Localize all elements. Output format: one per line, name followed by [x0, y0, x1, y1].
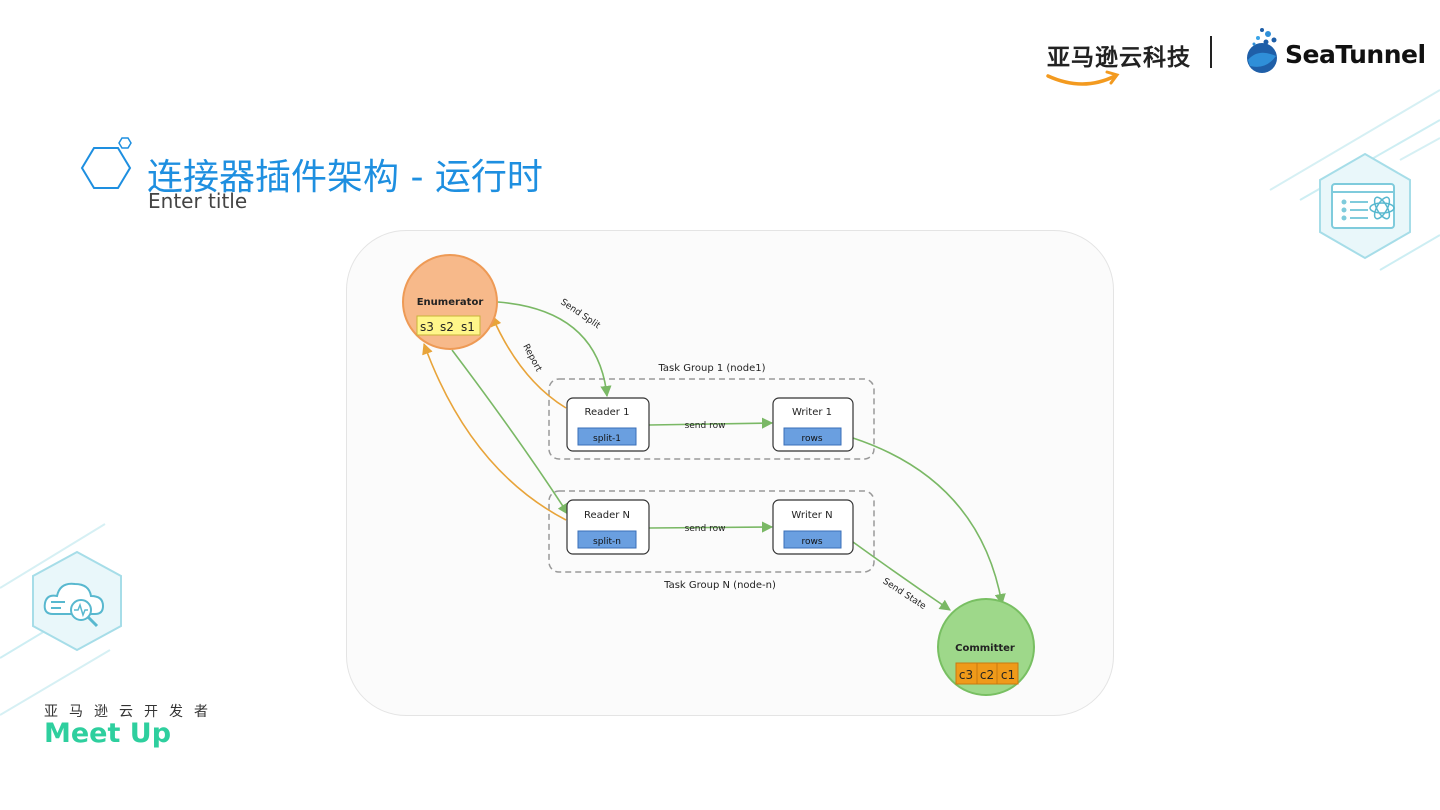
aws-logo-text: 亚马逊云科技 — [1047, 45, 1191, 71]
meetup-cn-text: 亚马逊云开发者 — [44, 704, 219, 720]
split-tag — [577, 427, 637, 446]
commit-item: c2 — [980, 668, 994, 682]
task-group-n-frame — [548, 490, 875, 573]
page-subtitle: Enter title — [148, 189, 248, 213]
send-row-edge-n — [648, 521, 774, 533]
send-state-label: Send State — [881, 577, 928, 613]
app-settings-hex-icon — [1319, 152, 1411, 260]
send-split-edge — [497, 301, 612, 398]
hexagon-bullet-icon — [80, 137, 132, 189]
send-state-edge-n — [852, 541, 951, 611]
split-item: s1 — [461, 320, 475, 334]
rows-tag — [783, 427, 842, 446]
writer-n-label: Writer N — [791, 510, 832, 521]
cloud-monitor-hex-icon — [32, 550, 122, 652]
enumerator-label: Enumerator — [417, 297, 484, 308]
task-group-1-frame — [548, 378, 875, 460]
reader-1-label: Reader 1 — [585, 407, 630, 418]
seatunnel-logo-text: SeaTunnel — [1285, 40, 1426, 69]
committer-label: Committer — [955, 643, 1015, 654]
report-edge-n — [422, 342, 567, 521]
split-item: s2 — [440, 320, 454, 334]
send-row-label: send row — [685, 421, 726, 431]
enumerator-split-queue — [416, 315, 481, 336]
task-group-1-label: Task Group 1 (node1) — [657, 363, 765, 374]
commit-item-box — [996, 662, 1019, 685]
meetup-logo-text: Meet Up — [44, 718, 172, 749]
aws-smile-icon — [1046, 70, 1120, 86]
split-tag — [577, 530, 637, 549]
send-row-label: send row — [685, 524, 726, 534]
rows-tag-label: rows — [801, 537, 822, 547]
send-split-edge-n — [451, 349, 569, 515]
rows-tag — [783, 530, 842, 549]
split-tag-label: split-1 — [593, 434, 621, 444]
commit-item: c3 — [959, 668, 973, 682]
rows-tag-label: rows — [801, 434, 822, 444]
logo-divider — [1210, 36, 1212, 68]
task-group-n-label: Task Group N (node-n) — [663, 580, 776, 591]
seatunnel-logo-icon — [1247, 28, 1277, 73]
writer-1-label: Writer 1 — [792, 407, 832, 418]
send-split-label: Send Split — [558, 297, 602, 331]
split-item: s3 — [420, 320, 434, 334]
report-edge-1 — [490, 314, 567, 409]
commit-item: c1 — [1001, 668, 1015, 682]
send-state-edge-1 — [852, 437, 1006, 606]
split-tag-label: split-n — [593, 537, 621, 547]
page-title: 连接器插件架构 - 运行时 — [147, 157, 543, 198]
send-row-edge-1 — [648, 417, 774, 429]
reader-n-label: Reader N — [584, 510, 630, 521]
